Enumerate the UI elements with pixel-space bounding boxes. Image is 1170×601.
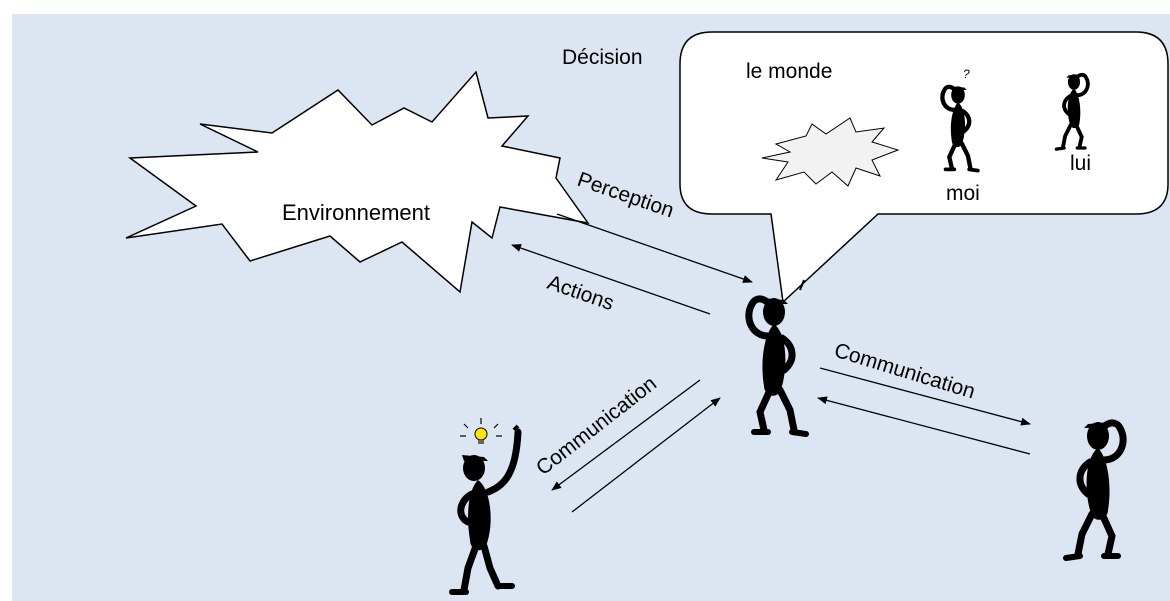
environment-label: Environnement [282, 200, 430, 225]
world-star [761, 117, 900, 187]
communication-left-arrow-in [571, 397, 721, 513]
him-label: lui [1070, 152, 1091, 175]
perception-arrow [556, 213, 753, 283]
world-label: le monde [746, 60, 832, 83]
idea-bulb-icon [460, 418, 502, 444]
decision-label: Décision [562, 46, 643, 69]
left-agent-figure [449, 424, 522, 595]
question-mark: ? [963, 67, 970, 81]
thought-bubble: le monde ? moi lui [679, 31, 1169, 304]
central-agent-mouth-bubble [799, 279, 805, 291]
environment-star: Environnement [125, 70, 590, 294]
me-label: moi [946, 182, 980, 205]
communication-left-arrow-out [551, 379, 701, 491]
actions-arrow [511, 244, 711, 315]
communication-right-arrow-in [817, 396, 1031, 455]
communication-right-arrow-out [819, 367, 1031, 426]
